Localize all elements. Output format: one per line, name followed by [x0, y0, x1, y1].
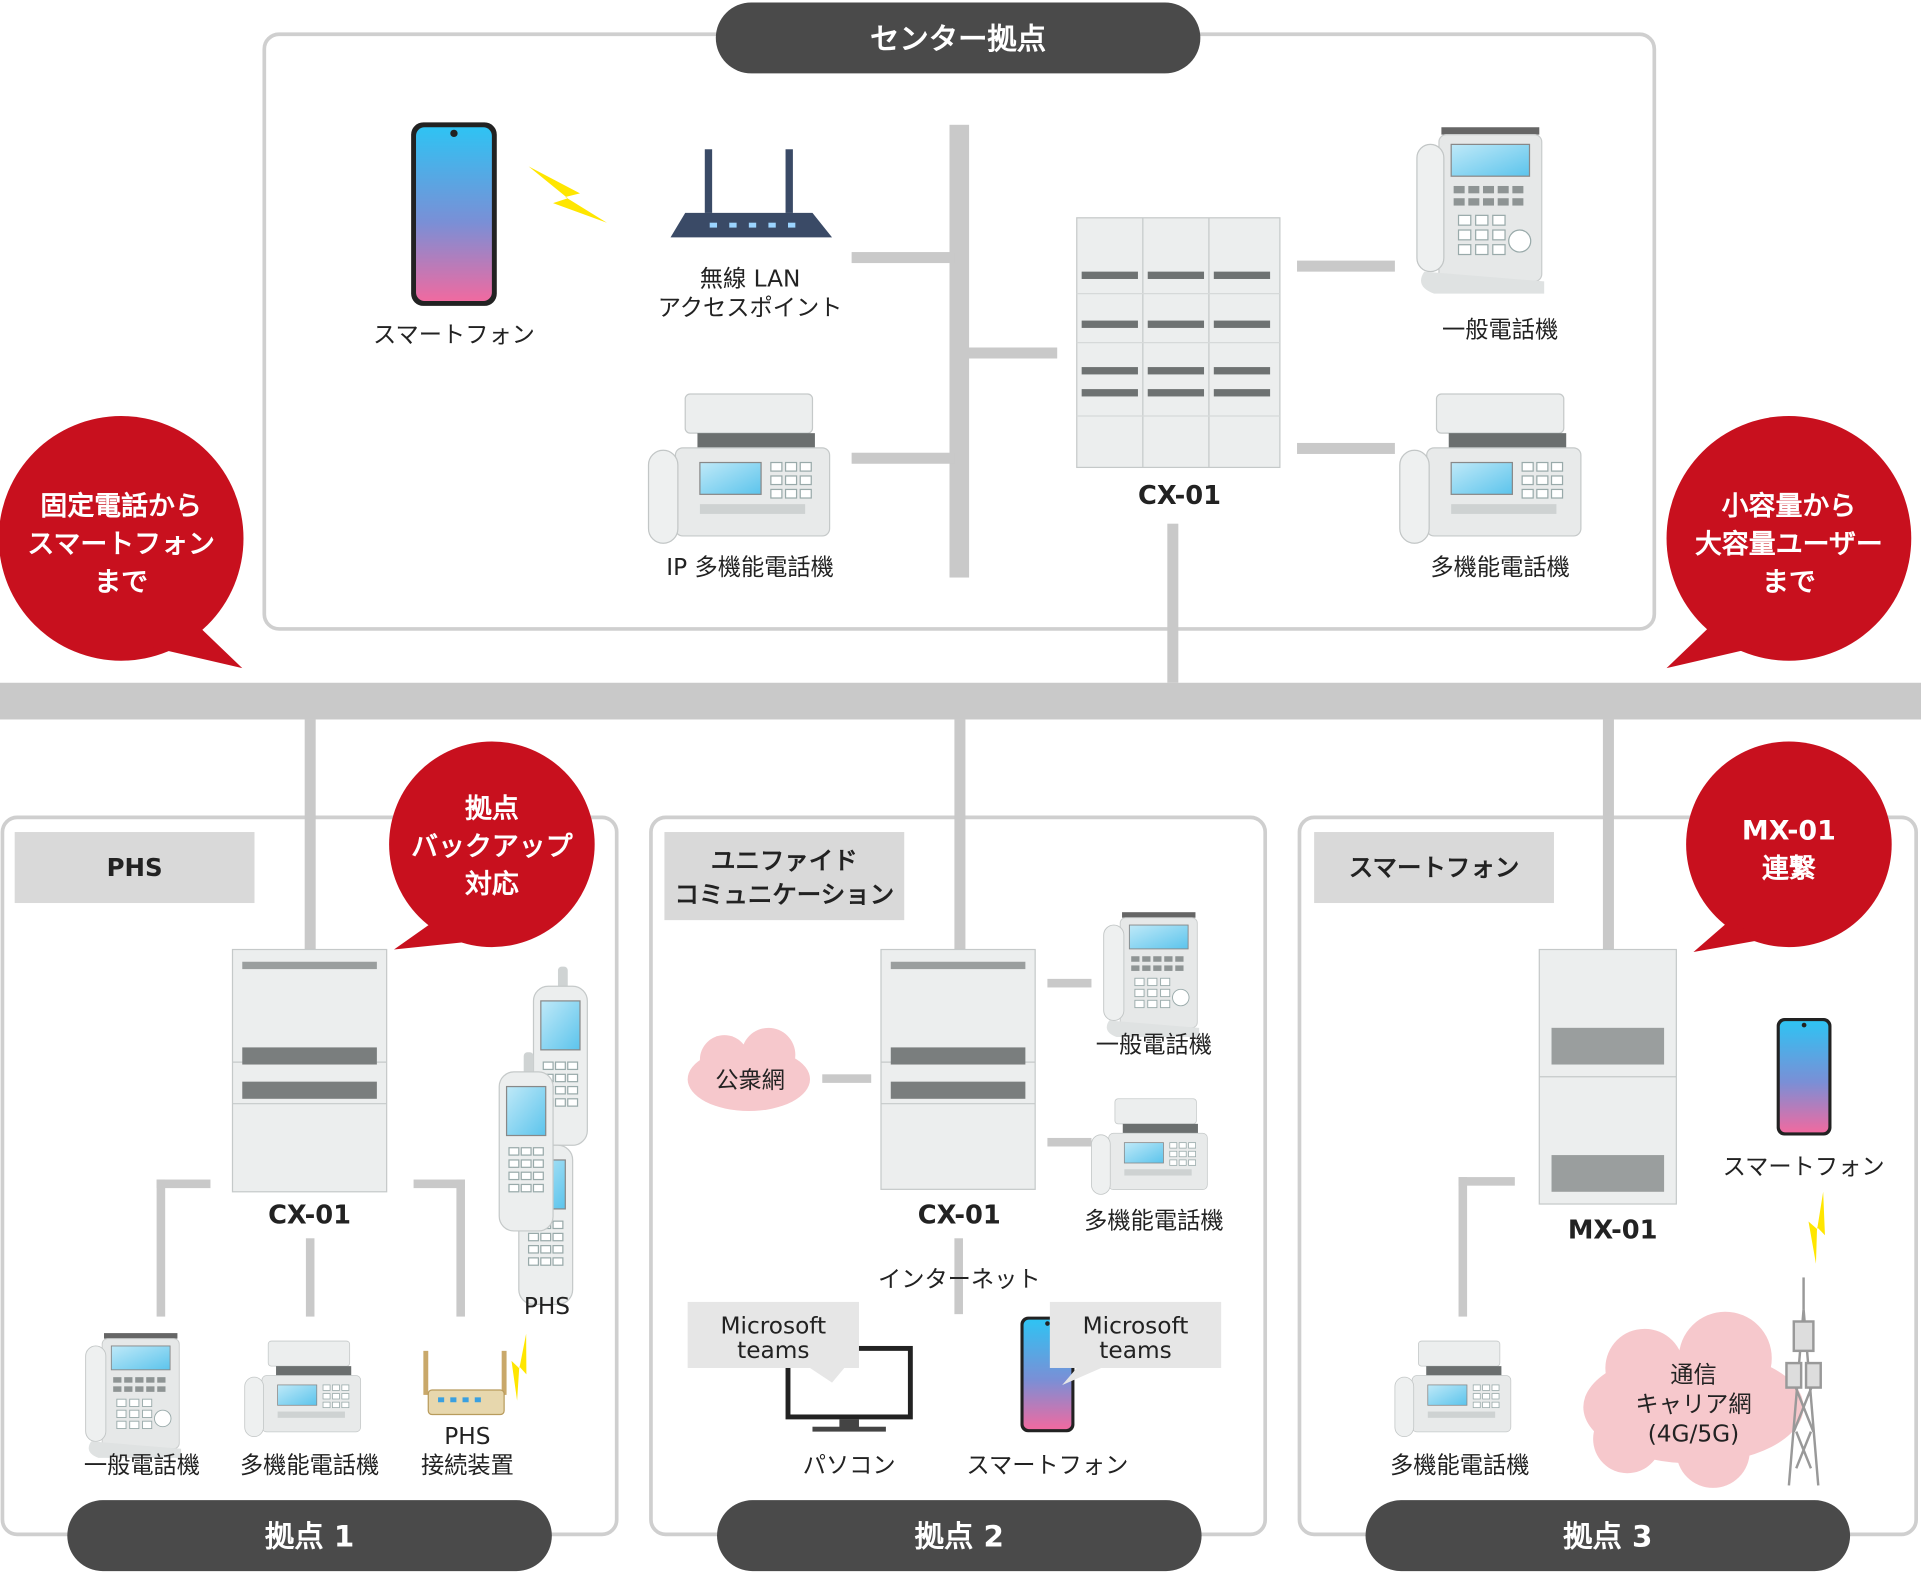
site1-bubble: 拠点 バックアップ 対応 [389, 741, 595, 950]
center-general-phone-icon [1416, 126, 1545, 295]
teams-callout-2: Microsoft teams [1049, 1301, 1222, 1386]
site3-smartphone-label: スマートフォン [1723, 1154, 1885, 1181]
site3-title-pill: 拠点 3 [1365, 1500, 1851, 1572]
teams-callout-1: Microsoft teams [687, 1301, 859, 1383]
pc-label: パソコン [803, 1452, 896, 1479]
bubble-left: 固定電話から スマートフォン まで [0, 416, 244, 669]
public-network-cloud: 公衆網 [687, 1027, 811, 1112]
site1-tag-label: PHS [107, 853, 163, 882]
wireless-router-icon [670, 149, 833, 238]
site2-general-phone-icon [1103, 911, 1200, 1038]
site1-cx01-cabinet-icon [231, 948, 388, 1193]
bubble-right-line-3: まで [1762, 567, 1816, 598]
site1-bubble-line-1: 拠点 [465, 793, 519, 824]
public-network-label: 公衆網 [715, 1067, 785, 1094]
site1-tag [14, 832, 255, 904]
site1-phs-label: PHS [524, 1293, 570, 1320]
site3-tag [1314, 832, 1554, 904]
carrier-line-3: (4G/5G) [1648, 1420, 1740, 1447]
site1-bubble-line-2: バックアップ [411, 831, 573, 862]
site1-general-phone-label: 一般電話機 [84, 1452, 200, 1479]
site2-multi-phone-label: 多機能電話機 [1084, 1207, 1223, 1234]
site3-bubble-line-1: MX-01 [1742, 815, 1836, 846]
bubble-left-line-1: 固定電話から [40, 490, 201, 522]
site2-cx01-cabinet-icon [880, 948, 1036, 1190]
center-cx01-label: CX-01 [1138, 481, 1221, 511]
internet-label: インターネット [878, 1266, 1041, 1293]
bubble-right-line-2: 大容量ユーザー [1695, 528, 1883, 560]
site1-general-phone-icon [85, 1332, 182, 1459]
center-title-pill: センター拠点 [715, 2, 1201, 74]
mx01-cabinet-icon [1538, 948, 1677, 1205]
wlan-label-1: 無線 LAN [700, 265, 801, 292]
cell-tower-icon [1785, 1277, 1822, 1486]
center-title: センター拠点 [870, 22, 1046, 56]
site2-smartphone-label: スマートフォン [966, 1452, 1128, 1479]
teams-2-line-1: Microsoft [1083, 1313, 1189, 1340]
site2-general-phone-label: 一般電話機 [1096, 1031, 1212, 1058]
site1-title: 拠点 1 [265, 1520, 354, 1554]
site1-bubble-line-3: 対応 [465, 868, 519, 900]
site3-bubble: MX-01 連繋 [1686, 741, 1892, 952]
site2-title-pill: 拠点 2 [717, 1500, 1202, 1572]
bubble-left-line-2: スマートフォン [27, 529, 215, 560]
teams-2-line-2: teams [1099, 1337, 1171, 1364]
main-bus-line [0, 682, 1921, 720]
center-general-phone-label: 一般電話機 [1442, 317, 1558, 344]
smartphone-icon [411, 122, 497, 306]
site3-multi-phone-label: 多機能電話機 [1390, 1452, 1529, 1479]
bubble-left-line-3: まで [94, 567, 148, 598]
site2-tag-line-2: コミュニケーション [674, 880, 894, 909]
center-smartphone-label: スマートフォン [373, 322, 535, 349]
site3-title: 拠点 3 [1563, 1520, 1652, 1554]
mx01-label: MX-01 [1568, 1215, 1658, 1245]
ip-multi-phone-label: IP 多機能電話機 [666, 554, 834, 581]
cx01-center-cabinet-icon [1076, 217, 1281, 469]
site2-title: 拠点 2 [915, 1520, 1004, 1554]
bubble-right-line-1: 小容量から [1722, 490, 1857, 522]
phs-connector-icon [423, 1350, 507, 1416]
phs-device-label-1: PHS [444, 1423, 490, 1450]
teams-1-line-2: teams [737, 1337, 809, 1364]
carrier-network-cloud: 通信 キャリア網 (4G/5G) [1583, 1311, 1804, 1488]
site2-cx01-label: CX-01 [918, 1201, 1001, 1231]
site1-title-pill: 拠点 1 [67, 1500, 552, 1572]
carrier-line-2: キャリア網 [1635, 1391, 1751, 1418]
site2-tag-line-1: ユニファイド [711, 846, 858, 875]
phs-handset-icon-3 [498, 1051, 554, 1232]
teams-1-line-1: Microsoft [720, 1313, 826, 1340]
site3-tag-label: スマートフォン [1349, 853, 1520, 882]
site1-multi-phone-label: 多機能電話機 [240, 1452, 379, 1479]
wlan-label-2: アクセスポイント [658, 295, 843, 322]
carrier-line-1: 通信 [1670, 1362, 1716, 1389]
phs-device-label-2: 接続装置 [421, 1452, 514, 1479]
bubble-right: 小容量から 大容量ユーザー まで [1666, 416, 1912, 669]
site2-tag [664, 832, 905, 921]
site3-bubble-line-2: 連繋 [1762, 853, 1817, 884]
site3-smartphone-icon [1776, 1018, 1832, 1136]
center-multi-phone-label: 多機能電話機 [1430, 554, 1569, 581]
site1-cx01-label: CX-01 [268, 1201, 351, 1231]
